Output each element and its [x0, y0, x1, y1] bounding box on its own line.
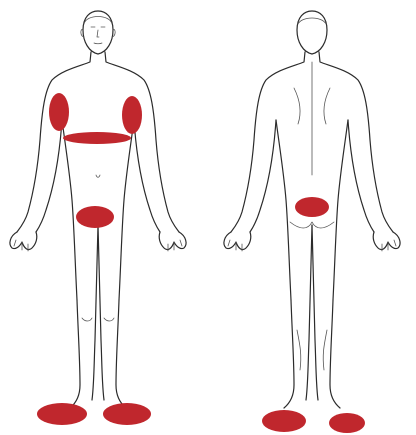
back-left-foot-region: [329, 413, 365, 433]
front-lower-chest-band-region: [63, 132, 131, 144]
front-right-chest-region: [49, 93, 69, 131]
front-left-foot-region: [103, 403, 151, 425]
front-left-chest-region: [122, 96, 142, 134]
front-pelvis-region: [76, 206, 114, 228]
front-right-foot-region: [37, 403, 87, 425]
back-right-foot-region: [262, 410, 306, 432]
back-highlighted-regions: [262, 197, 365, 433]
front-view-figure: [10, 11, 186, 425]
back-view-figure: [224, 11, 400, 433]
back-lower-back-region: [295, 197, 329, 217]
